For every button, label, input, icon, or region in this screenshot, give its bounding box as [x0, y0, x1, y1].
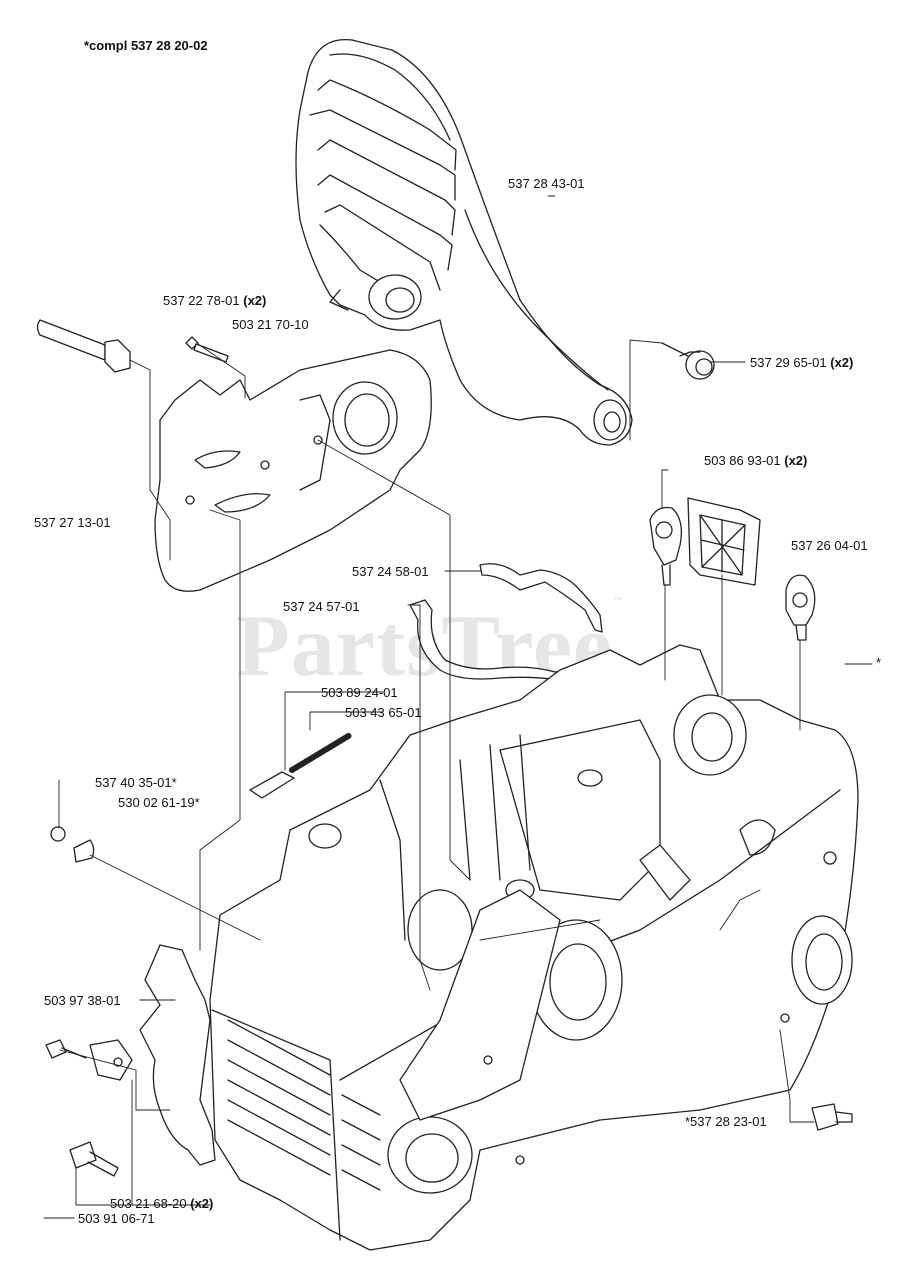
filter-grid-part[interactable] — [687, 497, 761, 586]
label-buffer[interactable]: 537 29 65-01 (x2) — [750, 355, 854, 370]
label-screw-bottom[interactable]: 503 21 68-20 (x2) — [110, 1196, 214, 1211]
label-top-cover[interactable]: 537 28 43-01 — [508, 176, 585, 191]
label-pin[interactable]: 503 89 24-01 — [321, 685, 398, 700]
label-nut-a[interactable]: 537 40 35-01* — [95, 775, 177, 790]
label-nut-b[interactable]: 530 02 61-19* — [118, 795, 200, 810]
spring-part[interactable] — [289, 732, 353, 773]
pin-part[interactable] — [249, 771, 295, 799]
screw-bottom-part[interactable] — [45, 1039, 119, 1177]
label-compl: *compl 537 28 20-02 — [84, 38, 208, 53]
spike-bumper-part[interactable] — [139, 944, 216, 1166]
screw-top-part[interactable] — [185, 336, 229, 363]
bar-stud-part[interactable] — [36, 319, 131, 373]
label-fitting-bottom[interactable]: *537 28 23-01 — [685, 1114, 767, 1129]
fitting-bottom-part[interactable] — [811, 1103, 853, 1131]
top-cover-part[interactable] — [295, 38, 633, 446]
buffer-part[interactable] — [661, 342, 715, 380]
crankcase-part[interactable] — [209, 644, 859, 1251]
label-gasket-lower[interactable]: 537 24 57-01 — [283, 599, 360, 614]
bracket-part[interactable] — [89, 1039, 133, 1081]
label-fitting-right[interactable]: 537 26 04-01 — [791, 538, 868, 553]
nut-part[interactable] — [50, 826, 95, 863]
label-spring[interactable]: 503 43 65-01 — [345, 705, 422, 720]
side-plate-part[interactable] — [154, 349, 432, 592]
label-spike[interactable]: 503 97 38-01 — [44, 993, 121, 1008]
label-star-ref: * — [876, 655, 882, 670]
label-screw-top[interactable]: 537 22 78-01 (x2) — [163, 293, 267, 308]
fitting-right-part[interactable] — [785, 574, 816, 641]
label-av-mount[interactable]: 503 86 93-01 (x2) — [704, 453, 808, 468]
av-mount-part[interactable] — [649, 506, 683, 586]
gasket-upper-part[interactable] — [479, 563, 603, 633]
leader-lines — [43, 195, 873, 1219]
label-screw-bottom2[interactable]: 503 91 06-71 — [78, 1211, 155, 1226]
label-gasket-upper[interactable]: 537 24 58-01 — [352, 564, 429, 579]
label-side-plate[interactable]: 537 27 13-01 — [34, 515, 111, 530]
label-bolt-top[interactable]: 503 21 70-10 — [232, 317, 309, 332]
